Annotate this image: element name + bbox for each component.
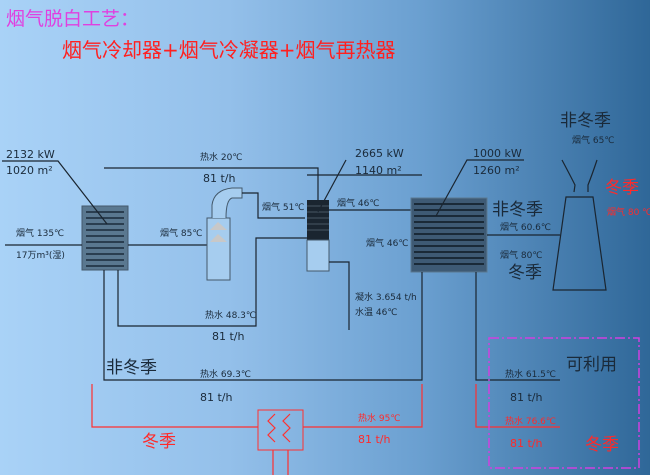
usable-winter-label: 冬季 <box>585 435 619 455</box>
usable-label: 可利用 <box>566 355 617 375</box>
condenser-power: 2665 kW <box>355 147 404 160</box>
condensate-temp: 水温 46℃ <box>355 306 397 318</box>
spray-tower <box>206 187 243 281</box>
cooler-area: 1020 m² <box>6 164 53 177</box>
winter-line-flow: 81 t/h <box>358 433 391 446</box>
return-water-temp: 热水 48.3℃ <box>205 309 256 321</box>
flue-reheater-in: 烟气 46℃ <box>366 237 408 249</box>
return-water-flow: 81 t/h <box>212 330 245 343</box>
flue-after-tower: 烟气 51℃ <box>262 201 304 213</box>
flue-gas-condenser <box>306 200 330 272</box>
reheater-non-winter-label: 非冬季 <box>492 200 543 220</box>
flue-gas-reheater <box>410 197 488 273</box>
non-winter-line-flow: 81 t/h <box>200 391 233 404</box>
usable-winter-temp: 热水 76.6℃ <box>505 415 556 427</box>
condensate-flow: 凝水 3.654 t/h <box>355 291 417 303</box>
condenser-area: 1140 m² <box>355 164 402 177</box>
hot-water-top-temp: 热水 20℃ <box>200 151 242 163</box>
flue-in-temp: 烟气 135℃ <box>16 227 64 239</box>
heat-exchanger <box>257 409 304 475</box>
diagram-subtitle: 烟气冷却器+烟气冷凝器+烟气再热器 <box>62 38 396 62</box>
flue-after-condenser: 烟气 46℃ <box>337 197 379 209</box>
reheater-non-winter-temp: 烟气 60.6℃ <box>500 221 551 233</box>
non-winter-line-label: 非冬季 <box>106 358 157 378</box>
flue-in-flow: 17万m³(湿) <box>16 250 65 261</box>
flue-after-cooler: 烟气 85℃ <box>160 227 202 239</box>
reheater-winter-label: 冬季 <box>508 263 542 283</box>
chimney-winter-label: 冬季 <box>605 178 639 198</box>
reheater-winter-temp: 烟气 80℃ <box>500 249 542 261</box>
usable-winter-flow: 81 t/h <box>510 437 543 450</box>
chimney <box>552 159 607 291</box>
diagram-title: 烟气脱白工艺： <box>6 8 140 30</box>
flue-gas-cooler <box>81 205 129 271</box>
usable-temp: 热水 61.5℃ <box>505 368 556 380</box>
winter-line-label: 冬季 <box>142 432 176 452</box>
reheater-power: 1000 kW <box>473 147 522 160</box>
cooler-power: 2132 kW <box>6 148 55 161</box>
hot-water-top-flow: 81 t/h <box>203 172 236 185</box>
chimney-non-winter-label: 非冬季 <box>560 111 611 131</box>
winter-line-temp: 热水 95℃ <box>358 412 400 424</box>
reheater-area: 1260 m² <box>473 164 520 177</box>
non-winter-line-temp: 热水 69.3℃ <box>200 368 251 380</box>
usable-heat-box <box>488 337 640 469</box>
chimney-winter-temp: 烟气 80 ℃ <box>607 206 650 218</box>
usable-flow: 81 t/h <box>510 391 543 404</box>
chimney-non-winter-temp: 烟气 65℃ <box>572 134 614 146</box>
